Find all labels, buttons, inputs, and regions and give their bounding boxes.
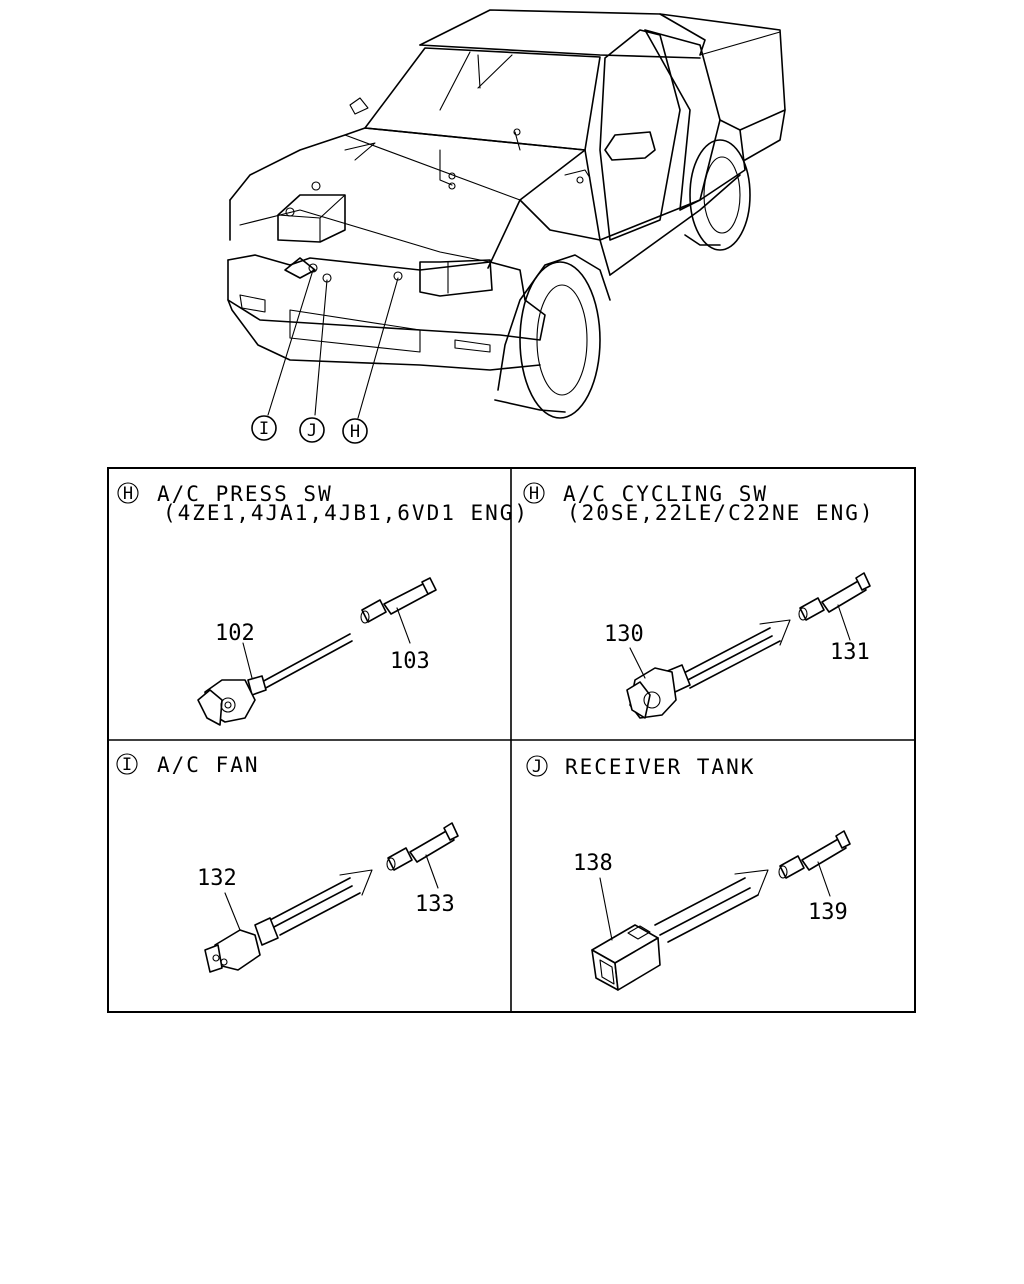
panel-2-terminal-number: 131 — [830, 640, 870, 665]
terminal-139-icon — [778, 830, 851, 897]
panel-3-terminal-number: 133 — [415, 892, 455, 917]
panel-4-circle-label: J — [532, 757, 542, 777]
panel-2-subtitle: (20SE,22LE/C22NE ENG) — [567, 501, 875, 525]
panel-1-terminal-number: 103 — [390, 649, 430, 674]
callout-h-circle — [342, 418, 368, 444]
panel-grid — [107, 467, 916, 1013]
connector-138-icon — [591, 869, 769, 991]
terminal-131-icon — [798, 572, 871, 641]
panel-ac-fan: I A/C FAN 132 133 — [116, 753, 459, 973]
panel-4-connector-number: 138 — [573, 851, 613, 876]
terminal-133-icon — [386, 822, 459, 889]
callout-j-label: J — [307, 421, 317, 441]
panel-ac-cycling-sw: H A/C CYCLING SW (20SE,22LE/C22NE ENG) 1… — [523, 482, 875, 719]
panel-1-circle-label: H — [123, 484, 133, 504]
panel-4-terminal-number: 139 — [808, 900, 848, 925]
panel-1-subtitle: (4ZE1,4JA1,4JB1,6VD1 ENG) — [163, 501, 529, 525]
panel-ac-press-sw: H A/C PRESS SW (4ZE1,4JA1,4JB1,6VD1 ENG)… — [117, 482, 529, 726]
panel-3-connector-number: 132 — [197, 866, 237, 891]
callout-j-circle — [299, 417, 325, 443]
panel-1-title: A/C PRESS SW — [157, 482, 333, 506]
panel-2-circle-label: H — [529, 484, 539, 504]
panel-1-connector-number: 102 — [215, 621, 255, 646]
callout-i-label: I — [259, 419, 269, 439]
panel-2-connector-number: 130 — [604, 622, 644, 647]
connector-130-icon — [626, 619, 791, 719]
callout-h-label: H — [350, 422, 360, 442]
panel-3-circle-label: I — [122, 755, 132, 775]
callout-i-circle — [251, 415, 277, 441]
connector-132-icon — [204, 869, 373, 973]
connector-102-icon — [197, 633, 353, 726]
panel-2-title: A/C CYCLING SW — [563, 482, 768, 506]
panel-3-title: A/C FAN — [157, 753, 260, 777]
terminal-103-icon — [360, 577, 437, 644]
truck-illustration: I J H — [227, 9, 786, 444]
panel-receiver-tank: J RECEIVER TANK 138 139 — [526, 755, 851, 991]
panel-4-title: RECEIVER TANK — [565, 755, 755, 779]
